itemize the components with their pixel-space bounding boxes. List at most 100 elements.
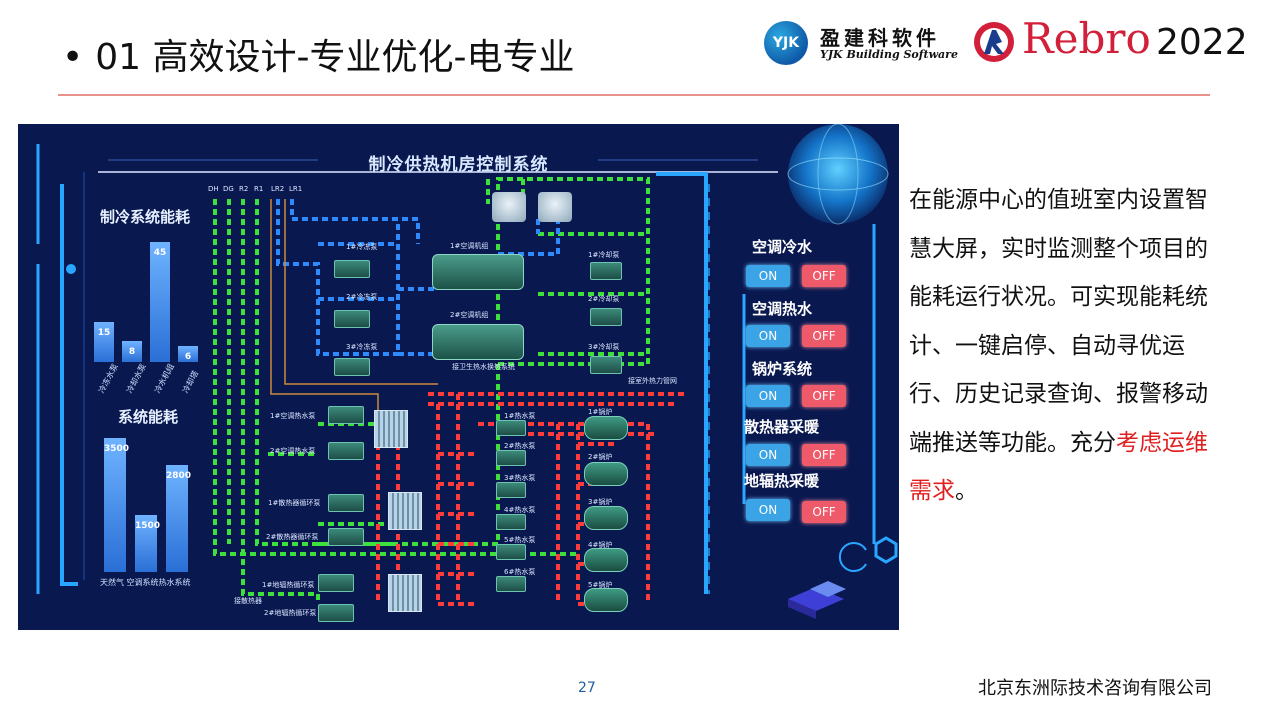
ac-cold-on-button[interactable]: ON bbox=[746, 265, 790, 287]
cooling-pump-2-label: 2#冷却泵 bbox=[588, 295, 620, 303]
system-energy-categories: 天然气 空调系统热水系统 bbox=[100, 578, 191, 587]
cooling-pump-3 bbox=[590, 356, 622, 374]
hot-pump-6-label: 6#热水泵 bbox=[504, 568, 536, 576]
control-label-radiator: 散热器采暖 bbox=[744, 418, 820, 436]
hot-pump-2-label: 2#热水泵 bbox=[504, 442, 536, 450]
floor-pump-2-label: 2#地辐热循环泵 bbox=[264, 609, 317, 617]
control-label-boiler: 锅炉系统 bbox=[752, 360, 813, 378]
system-energy-bar-value-2: 1500 bbox=[135, 521, 161, 531]
boiler-3-label: 3#锅炉 bbox=[588, 498, 613, 506]
rebro-logo: Rebro 2022 bbox=[970, 14, 1270, 70]
floor-pump-1 bbox=[318, 574, 354, 592]
cooling-pump-1 bbox=[590, 262, 622, 280]
cooling-pump-3-label: 3#冷却泵 bbox=[588, 343, 620, 351]
chilled-pump-1-label: 1#冷冻泵 bbox=[346, 243, 378, 251]
system-energy-title: 系统能耗 bbox=[118, 408, 179, 426]
yjk-name-en: YJK Building Software bbox=[820, 48, 958, 61]
cooling-energy-bar-value-1: 15 bbox=[97, 328, 111, 338]
heat-exchanger-1 bbox=[374, 410, 408, 448]
cooling-energy-bar-3 bbox=[150, 242, 170, 362]
ac-hot-pump-2 bbox=[328, 442, 364, 460]
ac-hot-pump-1 bbox=[328, 406, 364, 424]
ac-hot-pump-2-label: 2#空调热水泵 bbox=[270, 447, 316, 455]
boiler-2-label: 2#锅炉 bbox=[588, 453, 613, 461]
description-text: 在能源中心的值班室内设置智慧大屏，实时监测整个项目的能耗运行状况。可实现能耗统计… bbox=[909, 176, 1209, 516]
control-label-ac-hot: 空调热水 bbox=[752, 300, 813, 318]
hot-pump-5-label: 5#热水泵 bbox=[504, 536, 536, 544]
floor-pump-2 bbox=[318, 604, 354, 622]
yjk-logo: YJK 盈建科软件 YJK Building Software bbox=[762, 18, 958, 68]
title-divider bbox=[58, 94, 1210, 96]
chiller-2 bbox=[432, 324, 524, 360]
radiator-connect-label: 接散热器 bbox=[234, 597, 262, 605]
boiler-4-label: 4#锅炉 bbox=[588, 541, 613, 549]
cooling-energy-bar-value-3: 45 bbox=[153, 248, 167, 258]
radiator-on-button[interactable]: ON bbox=[746, 444, 790, 466]
hx-system-label: 接卫生热水换热系统 bbox=[452, 363, 515, 371]
system-energy-bar-1 bbox=[104, 438, 126, 572]
heat-exchanger-2 bbox=[388, 492, 422, 530]
hot-pump-3 bbox=[496, 482, 526, 498]
chilled-pump-2-label: 2#冷冻泵 bbox=[346, 293, 378, 301]
pipe-label-lr1: LR1 bbox=[289, 185, 303, 193]
boiler-off-button[interactable]: OFF bbox=[802, 385, 846, 407]
rebro-wordmark: Rebro bbox=[1022, 14, 1151, 63]
floor-on-button[interactable]: ON bbox=[746, 499, 790, 521]
radiator-pump-1 bbox=[328, 494, 364, 512]
system-energy-bar-value-3: 2800 bbox=[166, 471, 192, 481]
cooling-energy-bar-value-4: 6 bbox=[184, 352, 192, 362]
company-name: 北京东洲际技术咨询有限公司 bbox=[978, 678, 1212, 699]
hot-pump-4 bbox=[496, 514, 526, 530]
cooling-pump-2 bbox=[590, 308, 622, 326]
rebro-logo-icon bbox=[974, 22, 1014, 62]
slide-title: • 01 高效设计-专业优化-电专业 bbox=[62, 28, 574, 80]
radiator-off-button[interactable]: OFF bbox=[802, 444, 846, 466]
boiler-5-label: 5#锅炉 bbox=[588, 581, 613, 589]
ac-hot-on-button[interactable]: ON bbox=[746, 325, 790, 347]
chiller-1-label: 1#空调机组 bbox=[450, 242, 489, 250]
heat-exchanger-3 bbox=[388, 574, 422, 612]
chilled-pump-1 bbox=[334, 260, 370, 278]
ac-hot-off-button[interactable]: OFF bbox=[802, 325, 846, 347]
boiler-on-button[interactable]: ON bbox=[746, 385, 790, 407]
control-screen: 制冷供热机房控制系统 DH DG R2 R1 LR2 LR1 制冷系统能耗 系统… bbox=[18, 124, 899, 630]
radiator-pump-2 bbox=[328, 528, 364, 546]
radiator-pump-2-label: 2#散热器循环泵 bbox=[266, 533, 319, 541]
system-energy-bar-2 bbox=[135, 515, 157, 572]
cooling-tower-2 bbox=[538, 192, 572, 222]
hot-pump-1 bbox=[496, 420, 526, 436]
control-label-ac-cold: 空调冷水 bbox=[752, 238, 813, 256]
hot-pump-2 bbox=[496, 450, 526, 466]
chiller-2-label: 2#空调机组 bbox=[450, 311, 489, 319]
boiler-3 bbox=[584, 506, 628, 530]
yjk-logo-icon: YJK bbox=[764, 21, 808, 65]
description-end: 。 bbox=[955, 478, 978, 504]
system-energy-bar-3 bbox=[166, 465, 188, 572]
hot-pump-5 bbox=[496, 544, 526, 560]
hot-pump-4-label: 4#热水泵 bbox=[504, 506, 536, 514]
title-text: 01 高效设计-专业优化-电专业 bbox=[95, 37, 575, 78]
rebro-year: 2022 bbox=[1156, 22, 1248, 63]
control-label-floor: 地辐热采暖 bbox=[744, 472, 820, 490]
floor-pump-1-label: 1#地辐热循环泵 bbox=[262, 581, 315, 589]
hot-pump-3-label: 3#热水泵 bbox=[504, 474, 536, 482]
chiller-1 bbox=[432, 254, 524, 290]
boiler-5 bbox=[584, 588, 628, 612]
ac-cold-off-button[interactable]: OFF bbox=[802, 265, 846, 287]
boiler-2 bbox=[584, 462, 628, 486]
description-highlight: 考虑运维需求 bbox=[909, 429, 1208, 505]
cooling-energy-bar-4 bbox=[178, 346, 198, 362]
yjk-name-cn: 盈建科软件 bbox=[820, 26, 940, 50]
boiler-1-label: 1#锅炉 bbox=[588, 408, 613, 416]
hot-pump-6 bbox=[496, 576, 526, 592]
title-bullet: • bbox=[62, 37, 84, 78]
description-main: 在能源中心的值班室内设置智慧大屏，实时监测整个项目的能耗运行状况。可实现能耗统计… bbox=[909, 187, 1208, 456]
cooling-tower-1 bbox=[492, 192, 526, 222]
pipe-label-dg: DG bbox=[223, 185, 234, 193]
pipe-label-r1: R1 bbox=[254, 185, 264, 193]
floor-off-button[interactable]: OFF bbox=[802, 501, 846, 523]
pipe-label-dh: DH bbox=[208, 185, 219, 193]
screen-title: 制冷供热机房控制系统 bbox=[368, 155, 549, 175]
page-number: 27 bbox=[578, 680, 596, 696]
ac-hot-pump-1-label: 1#空调热水泵 bbox=[270, 412, 316, 420]
